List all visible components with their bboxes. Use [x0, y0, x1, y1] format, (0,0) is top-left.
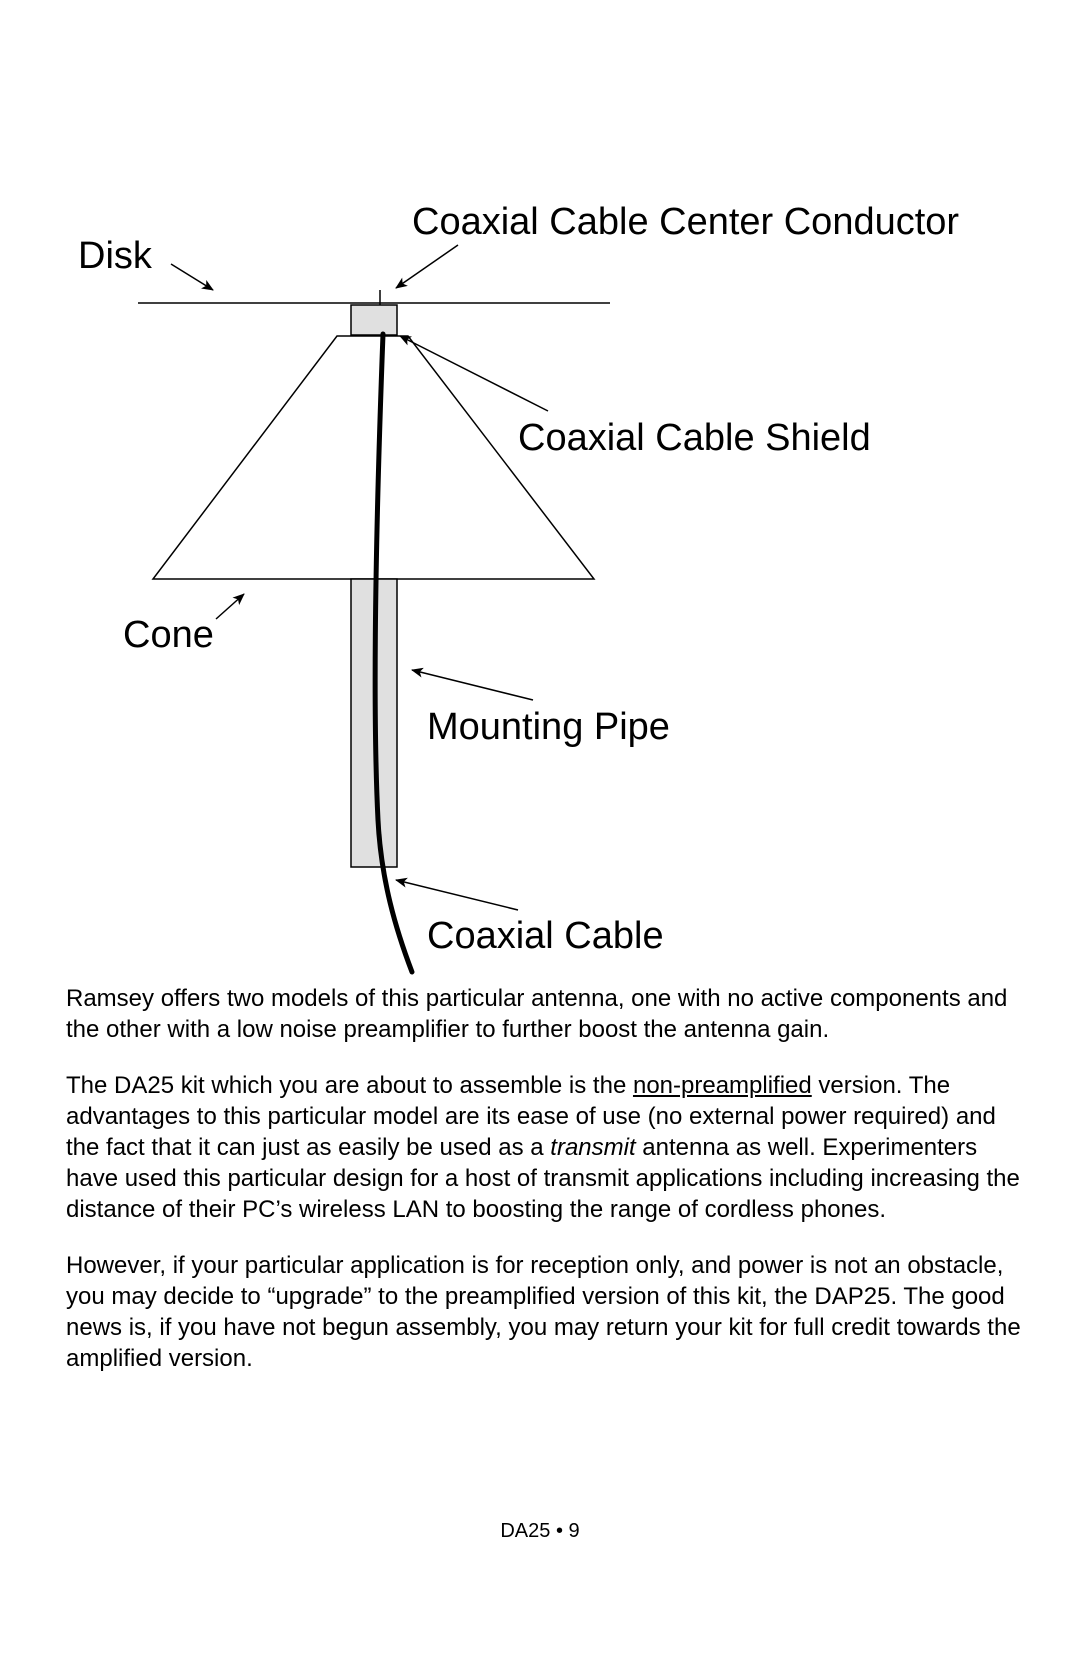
shield-arrow [399, 335, 549, 412]
shield-label: Coaxial Cable Shield [518, 417, 871, 459]
paragraph-1: Ramsey offers two models of this particu… [66, 985, 1008, 1043]
body-text: Ramsey offers two models of this particu… [66, 983, 1026, 1399]
cone-label: Cone [123, 614, 214, 656]
mounting-pipe-label: Mounting Pipe [427, 706, 670, 748]
paragraph-3: However, if your particular application … [66, 1252, 1021, 1372]
non-preamplified-emphasis: non-preamplified [632, 1072, 812, 1099]
coaxial-cable-arrow [395, 877, 519, 911]
center-conductor-arrow [395, 244, 459, 289]
coaxial-cable-label: Coaxial Cable [427, 915, 664, 957]
paragraph-2-middle: version. The advantages to this particul… [66, 1072, 996, 1161]
center-conductor-label: Coaxial Cable Center Conductor [412, 201, 960, 243]
disk-label: Disk [78, 235, 152, 277]
transmit-emphasis: transmit [550, 1134, 636, 1161]
disk-arrow [170, 263, 214, 291]
paragraph-2-start: The DA25 kit which you are about to asse… [66, 1072, 633, 1099]
coaxial-cable-line [372, 331, 415, 975]
antenna-diagram [138, 244, 610, 975]
mounting-pipe-arrow [411, 667, 534, 701]
paragraph-2: The DA25 kit which you are about to asse… [66, 1070, 1026, 1225]
page-footer: DA25 • 9 [500, 1520, 580, 1542]
paragraph-2-end: antenna as well. Experimenters have used… [66, 1134, 1020, 1223]
connector-block [350, 304, 398, 336]
cone-arrow [215, 593, 245, 620]
